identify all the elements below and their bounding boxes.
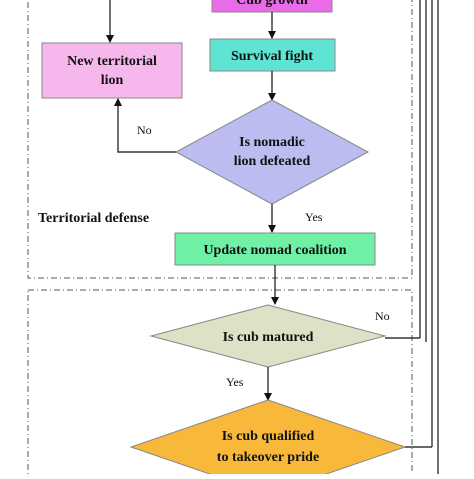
new-territorial-lion-label-2: lion	[101, 73, 124, 88]
is-nomadic-defeated-label-1: Is nomadic	[239, 135, 305, 150]
is-nomadic-defeated-diamond	[174, 99, 370, 205]
new-territorial-lion-box	[41, 42, 183, 99]
update-nomad-coalition-box	[174, 232, 376, 266]
survival-fight-label: Survival fight	[231, 49, 313, 64]
edge-label-yes-defeated: Yes	[305, 210, 323, 224]
is-nomadic-defeated-label-2: lion defeated	[234, 154, 311, 169]
section-label-territorial-defense: Territorial defense	[38, 211, 149, 226]
territorial-defense-frame	[27, 0, 413, 279]
edge-label-yes-matured: Yes	[226, 375, 244, 389]
new-territorial-lion-label-1: New territorial	[67, 54, 157, 69]
is-cub-qualified-label-2: to takeover pride	[217, 450, 319, 465]
update-nomad-coalition-label: Update nomad coalition	[203, 243, 346, 258]
cub-maturity-frame	[27, 289, 413, 479]
cub-growth-label: Cub growth	[236, 0, 308, 8]
is-cub-qualified-label-1: Is cub qualified	[222, 429, 315, 444]
is-cub-qualified-diamond	[129, 399, 407, 479]
edge-label-no-defeated: No	[137, 123, 152, 137]
connector-no-defeated	[114, 98, 176, 153]
is-cub-matured-label: Is cub matured	[223, 330, 314, 345]
edge-label-no-matured: No	[375, 309, 390, 323]
